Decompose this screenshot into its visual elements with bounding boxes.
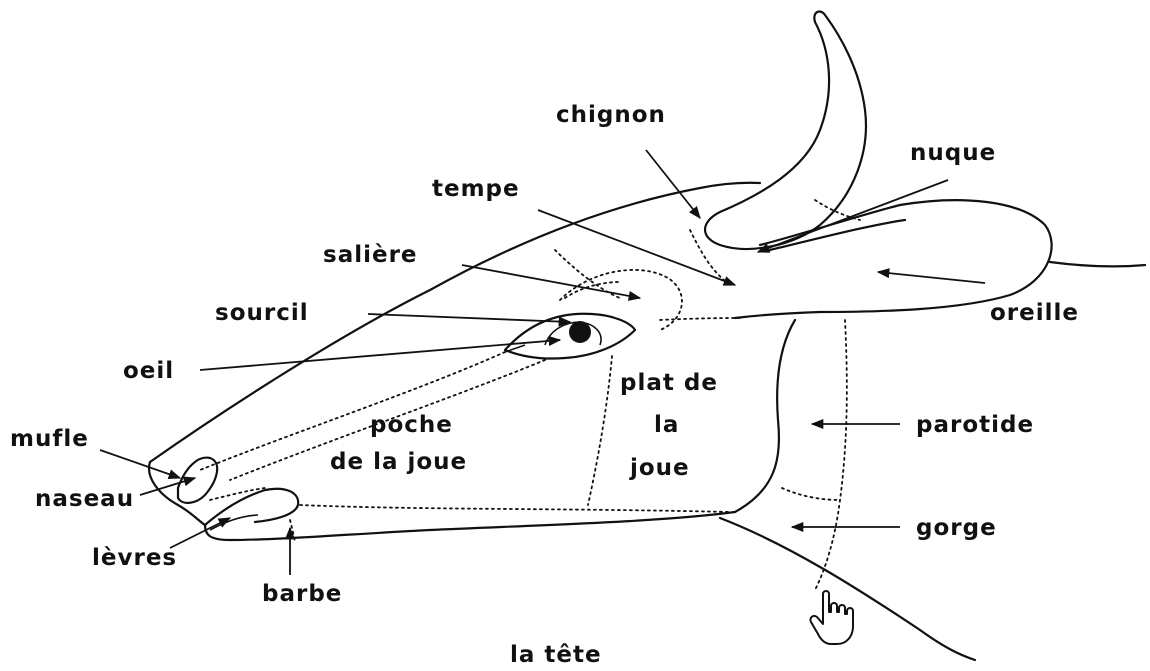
leader-lines bbox=[100, 150, 985, 575]
caption: la tête bbox=[510, 642, 602, 668]
label-saliere: salière bbox=[323, 242, 418, 268]
leader-mufle bbox=[100, 450, 180, 478]
label-plat-2: la bbox=[654, 412, 679, 438]
label-sourcil: sourcil bbox=[215, 300, 309, 326]
label-chignon: chignon bbox=[556, 102, 666, 128]
hand-pointer-icon bbox=[810, 591, 853, 644]
label-oeil: oeil bbox=[123, 358, 174, 384]
leader-naseau bbox=[140, 478, 195, 495]
label-plat-3: joue bbox=[629, 455, 690, 481]
label-levres: lèvres bbox=[92, 545, 177, 571]
label-poche-1: poche bbox=[370, 412, 453, 438]
label-tempe: tempe bbox=[432, 176, 520, 202]
region-boundaries bbox=[200, 200, 860, 590]
label-oreille: oreille bbox=[990, 300, 1079, 326]
label-barbe: barbe bbox=[262, 581, 342, 607]
leader-oeil bbox=[200, 340, 560, 370]
labels: chignon nuque tempe salière sourcil oeil… bbox=[10, 102, 1079, 668]
leader-nuque bbox=[758, 180, 948, 252]
label-naseau: naseau bbox=[35, 486, 134, 512]
label-nuque: nuque bbox=[910, 140, 996, 166]
label-parotide: parotide bbox=[916, 412, 1034, 438]
leader-saliere bbox=[462, 265, 640, 298]
label-mufle: mufle bbox=[10, 426, 89, 452]
leader-chignon bbox=[646, 150, 700, 218]
leader-sourcil bbox=[368, 314, 570, 322]
leader-oreille bbox=[878, 272, 985, 283]
label-poche-2: de la joue bbox=[330, 449, 467, 475]
label-gorge: gorge bbox=[916, 515, 997, 541]
leader-tempe bbox=[538, 210, 735, 285]
label-plat-1: plat de bbox=[620, 370, 718, 396]
